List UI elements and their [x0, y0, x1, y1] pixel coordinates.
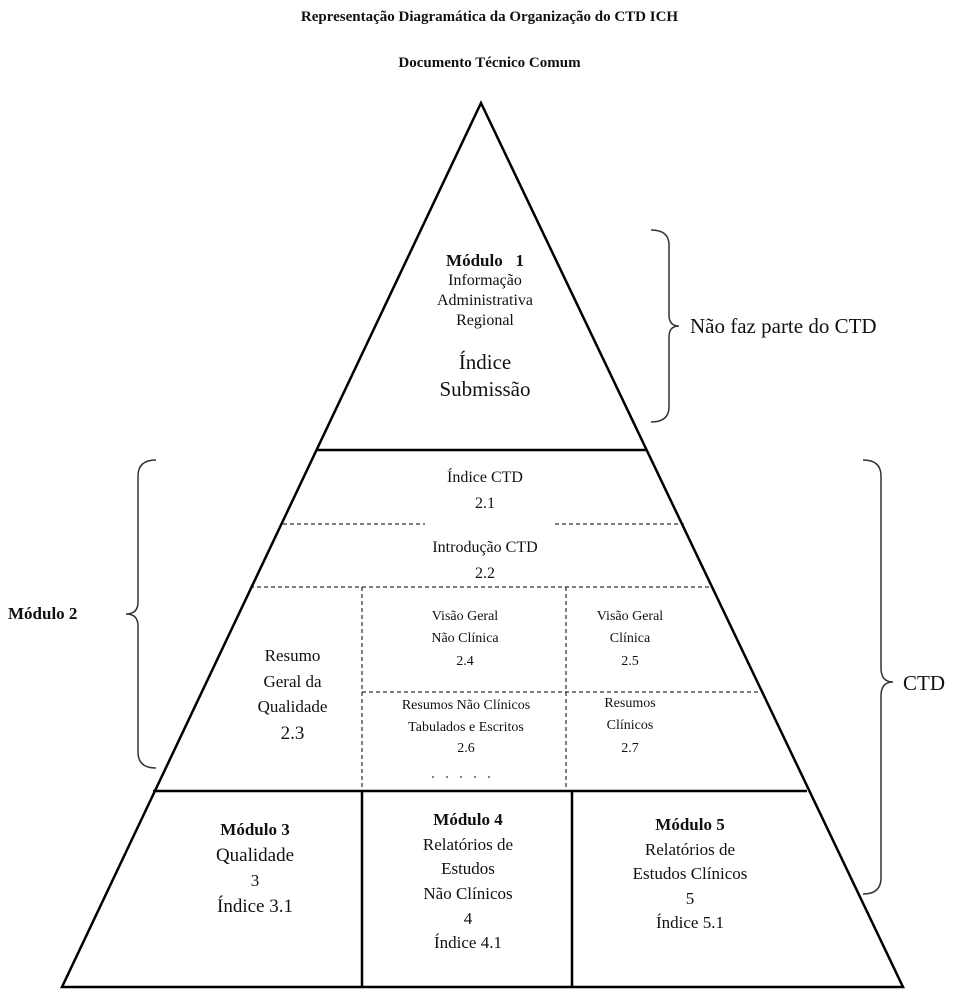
resumos-nao-clinicos-block: Resumos Não Clínicos Tabulados e Escrito…	[368, 695, 564, 760]
module1-heading: Módulo 1	[446, 251, 524, 270]
resumos-nc-line1: Resumos Não Clínicos	[401, 698, 531, 713]
module5-line4: Índice 5.1	[656, 913, 724, 933]
indice-ctd-number: 2.1	[475, 495, 495, 512]
module5-block: Módulo 5 Relatórios de Estudos Clínicos …	[605, 812, 775, 936]
module5-heading: Módulo 5	[655, 815, 725, 834]
visao-nc-line2: Não Clínica	[431, 631, 499, 647]
module3-heading: Módulo 3	[220, 820, 290, 839]
module3-block: Módulo 3 Qualidade 3 Índice 3.1	[175, 818, 335, 920]
module5-line3: 5	[685, 888, 695, 908]
module4-line1: Relatórios de	[422, 834, 514, 854]
module4-line2: Estudos	[441, 859, 495, 879]
resumo-line3: Qualidade	[257, 697, 328, 716]
module4-line4: 4	[463, 908, 473, 928]
resumos-nc-line2: Tabulados e Escritos	[408, 719, 524, 735]
resumo-qualidade-block: Resumo Geral da Qualidade 2.3	[230, 643, 355, 748]
introducao-ctd-number: 2.2	[475, 565, 495, 582]
pyramid-outline	[60, 100, 905, 989]
resumo-line2: Geral da	[263, 671, 322, 691]
module1-block: Módulo 1 Informação Administrativa Regio…	[380, 250, 590, 402]
module5-line1: Relatórios de	[644, 839, 736, 859]
introducao-ctd-label: Introdução CTD	[432, 539, 538, 556]
ctd-bracket	[862, 459, 894, 895]
visao-c-line1: Visão Geral	[596, 609, 664, 624]
visao-nc-line1: Visão Geral	[431, 609, 499, 624]
module1-line1: Informação	[448, 272, 522, 290]
module3-line3: Índice 3.1	[217, 895, 293, 917]
module2-bracket	[125, 459, 157, 769]
module1-line5: Submissão	[439, 376, 531, 401]
diagram-title: Representação Diagramática da Organizaçã…	[300, 9, 679, 25]
resumos-c-line1: Resumos	[604, 696, 656, 711]
resumos-c-line2: Clínicos	[606, 718, 654, 734]
module5-line2: Estudos Clínicos	[632, 864, 748, 884]
ctd-label: CTD	[903, 671, 945, 695]
resumos-c-line3: 2.7	[621, 740, 639, 756]
visao-nc-line3: 2.4	[456, 653, 474, 669]
indice-ctd-label: Índice CTD	[447, 469, 523, 486]
resumo-line4: 2.3	[280, 722, 305, 744]
module3-line2: 3	[250, 871, 260, 891]
module2-label: Módulo 2	[8, 604, 78, 623]
module3-line1: Qualidade	[215, 844, 295, 866]
visao-clinica-block: Visão Geral Clínica 2.5	[570, 606, 690, 673]
module4-heading: Módulo 4	[433, 810, 503, 829]
module1-line2: Administrativa	[437, 292, 533, 310]
module4-line3: Não Clínicos	[423, 883, 513, 903]
not-ctd-bracket	[650, 229, 680, 423]
resumo-line1: Resumo	[264, 646, 321, 665]
visao-nao-clinica-block: Visão Geral Não Clínica 2.4	[372, 606, 558, 673]
resumos-nc-line3: 2.6	[457, 741, 475, 757]
module1-line3: Regional	[456, 312, 514, 330]
module1-line4: Índice	[458, 350, 512, 375]
diagram-subtitle: Documento Técnico Comum	[398, 55, 581, 71]
not-ctd-label: Não faz parte do CTD	[690, 314, 877, 338]
module4-line5: Índice 4.1	[434, 933, 502, 953]
module4-block: Módulo 4 Relatórios de Estudos Não Clíni…	[378, 808, 558, 956]
resumos-clinicos-block: Resumos Clínicos 2.7	[570, 693, 690, 760]
visao-c-line2: Clínica	[609, 631, 651, 647]
visao-c-line3: 2.5	[621, 653, 639, 669]
